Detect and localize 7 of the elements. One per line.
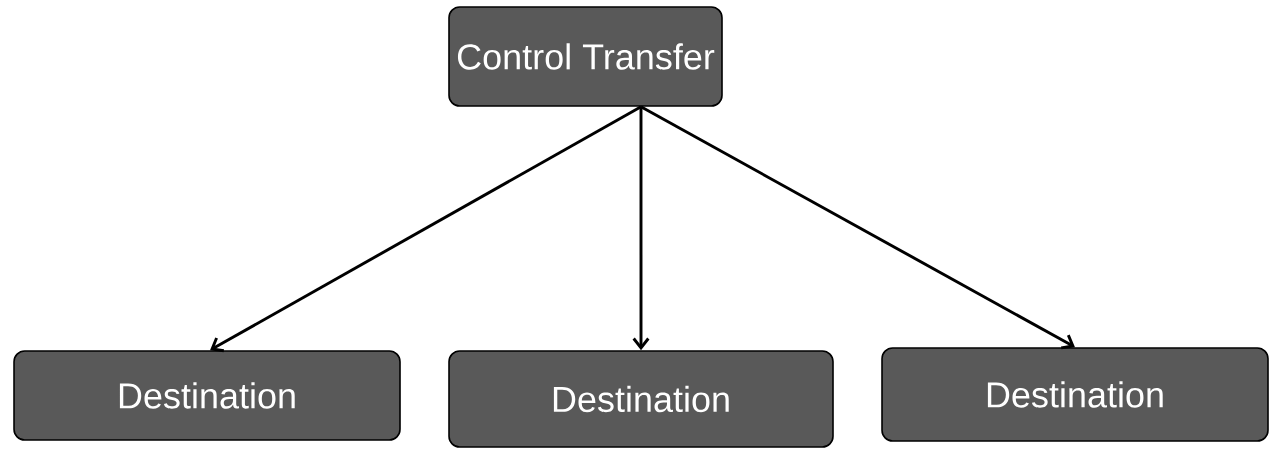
process-box: Control Transfer [448, 6, 723, 107]
arrow [640, 105, 1075, 350]
process-box: Destination [448, 350, 834, 448]
arrow [632, 106, 650, 351]
process-box: Destination [13, 350, 401, 441]
arrow [210, 105, 642, 353]
process-box: Destination [881, 347, 1269, 442]
